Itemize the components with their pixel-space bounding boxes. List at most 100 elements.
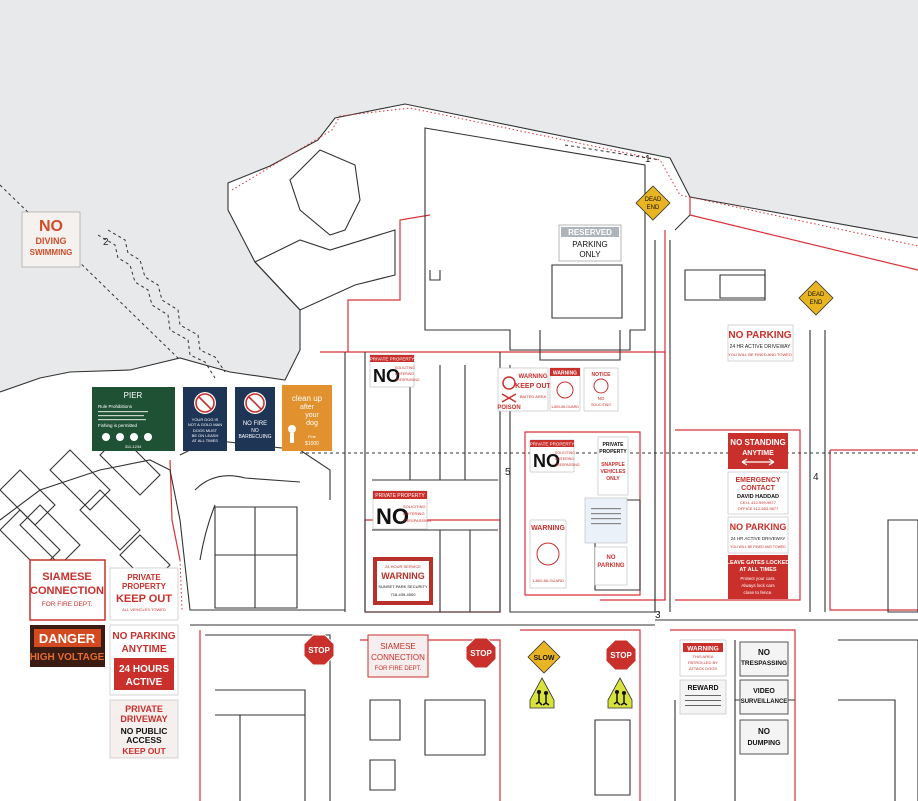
svg-text:NO PARKING: NO PARKING bbox=[112, 631, 175, 642]
svg-text:END: END bbox=[810, 300, 823, 306]
svg-text:ALL VEHICLES TOWED: ALL VEHICLES TOWED bbox=[122, 607, 166, 612]
svg-text:STOP: STOP bbox=[308, 646, 330, 655]
path-label-4: 4 bbox=[813, 472, 819, 483]
warning-guard-sign: WARNING 1-800-66-GUARD bbox=[529, 519, 567, 589]
svg-text:DANGER: DANGER bbox=[39, 631, 96, 646]
svg-text:PRIVATE: PRIVATE bbox=[125, 704, 163, 714]
svg-text:FOR FIRE DEPT.: FOR FIRE DEPT. bbox=[42, 601, 93, 608]
siamese-connection-sign-2: SIAMESE CONNECTION FOR FIRE DEPT. bbox=[367, 634, 429, 678]
svg-text:DOGS MUST: DOGS MUST bbox=[193, 428, 218, 433]
svg-text:DEAD: DEAD bbox=[645, 197, 662, 203]
svg-text:PRIVATE PROPERTY: PRIVATE PROPERTY bbox=[375, 493, 425, 499]
svg-text:DAVID HADDAD: DAVID HADDAD bbox=[737, 494, 779, 500]
svg-text:ONLY: ONLY bbox=[579, 250, 601, 259]
private-keep-out-sign: PRIVATE PROPERTY KEEP OUT ALL VEHICLES T… bbox=[109, 567, 179, 621]
svg-text:SLOW: SLOW bbox=[534, 655, 555, 662]
warning-security-sign: 24 HOUR SERVICE WARNING SUNSET PARK SECU… bbox=[373, 557, 433, 605]
svg-text:$1000: $1000 bbox=[305, 441, 319, 447]
water-area bbox=[0, 0, 918, 392]
svg-text:END: END bbox=[647, 205, 660, 211]
leave-gates-locked-sign: LEAVE GATES LOCKED AT ALL TIMES Protect … bbox=[727, 555, 789, 599]
no-parking-24hr-sign-2: NO PARKING 24 HR ACTIVE DRIVEWAY YOU WIL… bbox=[727, 516, 789, 554]
property-dotted-line bbox=[231, 107, 918, 247]
svg-text:NOT A GOLD MAN: NOT A GOLD MAN bbox=[188, 422, 222, 427]
svg-text:SOLICITING: SOLICITING bbox=[395, 366, 415, 370]
svg-text:dog: dog bbox=[306, 420, 318, 427]
svg-text:clean up: clean up bbox=[292, 394, 323, 403]
svg-text:24 HOURS: 24 HOURS bbox=[119, 664, 169, 675]
svg-text:LOITERING: LOITERING bbox=[555, 457, 574, 461]
no-parking-small-sign: NO PARKING bbox=[594, 546, 628, 586]
svg-text:NO: NO bbox=[607, 555, 616, 561]
svg-text:DEAD: DEAD bbox=[808, 292, 825, 298]
svg-text:BARBECUING: BARBECUING bbox=[238, 434, 271, 440]
svg-text:CONTACT: CONTACT bbox=[741, 485, 775, 492]
warehouse-building bbox=[424, 127, 646, 361]
svg-text:ACTIVE: ACTIVE bbox=[126, 677, 163, 688]
warning-small-sign: WARNING 1-800-66-GUARD bbox=[549, 367, 581, 412]
svg-text:PROPERTY: PROPERTY bbox=[122, 582, 167, 591]
svg-text:NO PARKING: NO PARKING bbox=[730, 522, 787, 532]
svg-text:SIAMESE: SIAMESE bbox=[42, 571, 92, 583]
reserved-parking-sign: RESERVED PARKING ONLY bbox=[558, 224, 622, 262]
private-property-no-sign-2: PRIVATE PROPERTY NO SOLICITING LOITERING… bbox=[529, 439, 580, 473]
svg-text:HIGH VOLTAGE: HIGH VOLTAGE bbox=[30, 652, 105, 663]
svg-text:VIDEO: VIDEO bbox=[753, 688, 775, 695]
svg-text:REWARD: REWARD bbox=[687, 685, 718, 692]
svg-text:NO: NO bbox=[376, 504, 409, 529]
nw-building bbox=[289, 149, 361, 236]
path-label-5: 5 bbox=[505, 467, 511, 478]
svg-text:TRESPASSING: TRESPASSING bbox=[555, 463, 580, 467]
svg-text:NO: NO bbox=[251, 428, 259, 434]
no-fire-sign: NO FIRE NO BARBECUING bbox=[235, 387, 275, 451]
svg-text:1-800-66-GUARD: 1-800-66-GUARD bbox=[532, 578, 564, 583]
lower-blocks bbox=[205, 634, 918, 801]
svg-text:SIAMESE: SIAMESE bbox=[380, 642, 416, 651]
svg-text:PARKING: PARKING bbox=[597, 563, 625, 569]
svg-text:ACCESS: ACCESS bbox=[126, 735, 162, 745]
dead-end-sign-1: DEAD END bbox=[635, 185, 671, 221]
svg-text:CONNECTION: CONNECTION bbox=[371, 653, 425, 662]
svg-text:NO PUBLIC: NO PUBLIC bbox=[121, 726, 168, 736]
svg-text:SURVEILLANCE: SURVEILLANCE bbox=[741, 699, 788, 705]
svg-text:your: your bbox=[305, 412, 319, 419]
svg-text:WARNING: WARNING bbox=[687, 646, 718, 653]
svg-text:ATTACK DOGS: ATTACK DOGS bbox=[689, 666, 717, 671]
svg-text:Always lock cars: Always lock cars bbox=[741, 583, 775, 588]
clean-up-dog-sign: clean up after your dog Fine $1000 bbox=[282, 385, 332, 451]
svg-text:PROPERTY: PROPERTY bbox=[599, 449, 627, 455]
svg-text:STOP: STOP bbox=[610, 651, 632, 660]
svg-text:OFFICE 412-653-9877: OFFICE 412-653-9877 bbox=[738, 506, 779, 511]
svg-text:LOITERING: LOITERING bbox=[403, 511, 425, 516]
svg-text:close to fence.: close to fence. bbox=[743, 590, 772, 595]
svg-text:VEHICLES: VEHICLES bbox=[600, 469, 626, 475]
svg-text:WARNING: WARNING bbox=[531, 525, 565, 532]
svg-text:AT ALL TIMES: AT ALL TIMES bbox=[192, 438, 218, 443]
svg-text:after: after bbox=[300, 404, 315, 411]
svg-text:TRESPASSING: TRESPASSING bbox=[741, 660, 787, 667]
video-surveillance-sign: VIDEO SURVEILLANCE bbox=[739, 679, 789, 715]
siamese-connection-sign-1: SIAMESE CONNECTION FOR FIRE DEPT. bbox=[29, 559, 106, 621]
private-property-no-sign-3: PRIVATE PROPERTY NO SOLICITING LOITERING… bbox=[372, 490, 431, 530]
svg-text:NO PARKING: NO PARKING bbox=[728, 330, 791, 341]
svg-text:SOLICITING: SOLICITING bbox=[403, 504, 426, 509]
svg-text:1-800-66-GUARD: 1-800-66-GUARD bbox=[551, 405, 579, 409]
no-standing-sign: NO STANDING ANYTIME bbox=[728, 433, 788, 469]
svg-text:NO: NO bbox=[598, 396, 605, 401]
svg-text:WARNING: WARNING bbox=[519, 374, 548, 380]
dead-end-sign-2: DEAD END bbox=[798, 280, 834, 316]
svg-text:Fine: Fine bbox=[308, 434, 317, 439]
svg-text:THIS AREA: THIS AREA bbox=[693, 654, 714, 659]
svg-text:24 HR ACTIVE DRIVEWAY: 24 HR ACTIVE DRIVEWAY bbox=[731, 536, 786, 541]
west-blocks bbox=[214, 506, 298, 609]
stop-sign-3: STOP bbox=[605, 639, 637, 671]
svg-text:SOLICITING: SOLICITING bbox=[555, 451, 575, 455]
svg-text:YOU WILL BE FINED AND TOWED: YOU WILL BE FINED AND TOWED bbox=[728, 352, 792, 357]
warning-attack-dogs-sign: WARNING THIS AREA PATROLLED BY ATTACK DO… bbox=[679, 639, 727, 677]
blue-notice-sign bbox=[584, 497, 628, 544]
reward-sign: REWARD bbox=[679, 679, 727, 715]
svg-text:PARKING: PARKING bbox=[572, 240, 607, 249]
svg-text:ANYTIME: ANYTIME bbox=[122, 644, 167, 655]
svg-text:PIER: PIER bbox=[124, 391, 143, 400]
